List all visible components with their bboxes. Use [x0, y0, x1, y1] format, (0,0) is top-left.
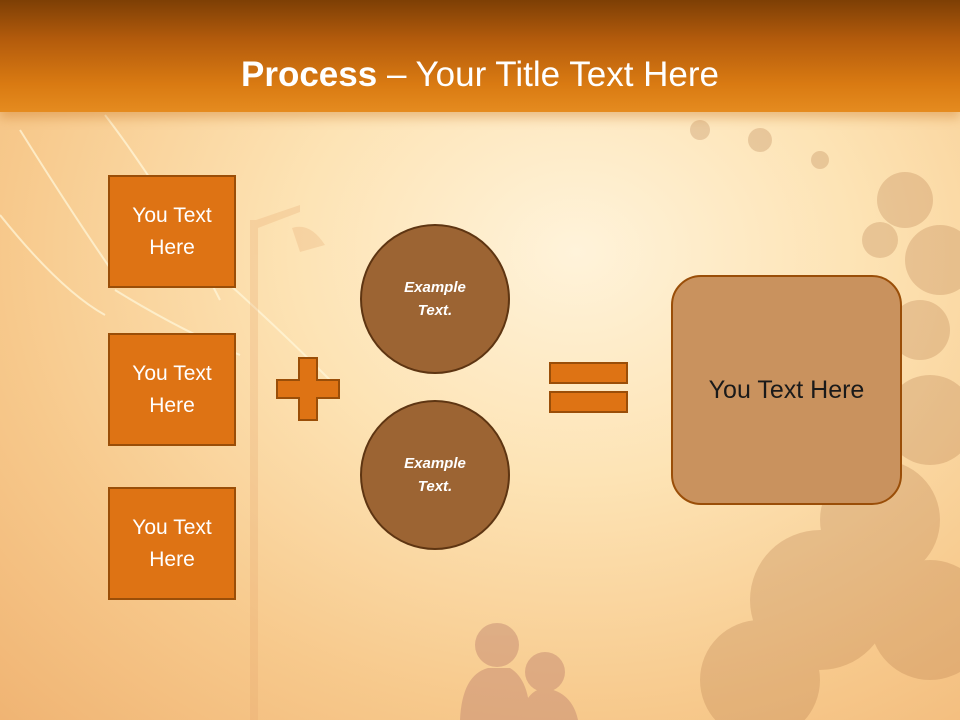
circle-label: Example Text.: [404, 455, 466, 495]
result-box[interactable]: You Text Here: [671, 275, 902, 505]
result-label: You Text Here: [708, 375, 865, 404]
example-circle-2[interactable]: Example Text.: [360, 400, 510, 550]
circle-label: Example Text.: [404, 279, 466, 319]
page-title: Process – Your Title Text Here: [0, 54, 960, 96]
title-rest: – Your Title Text Here: [377, 55, 719, 94]
equals-icon: [549, 362, 628, 413]
text-box-1[interactable]: You Text Here: [108, 175, 236, 288]
title-bold: Process: [241, 55, 378, 94]
couple-silhouette: [460, 623, 578, 720]
lamp-post: [250, 205, 325, 720]
text-box-2[interactable]: You Text Here: [108, 333, 236, 446]
plus-icon: [276, 357, 340, 421]
title-bar: [0, 0, 960, 112]
text-box-3[interactable]: You Text Here: [108, 487, 236, 600]
text-box-label: You Text Here: [132, 203, 212, 259]
text-box-label: You Text Here: [132, 361, 212, 417]
example-circle-1[interactable]: Example Text.: [360, 224, 510, 374]
text-box-label: You Text Here: [132, 515, 212, 571]
